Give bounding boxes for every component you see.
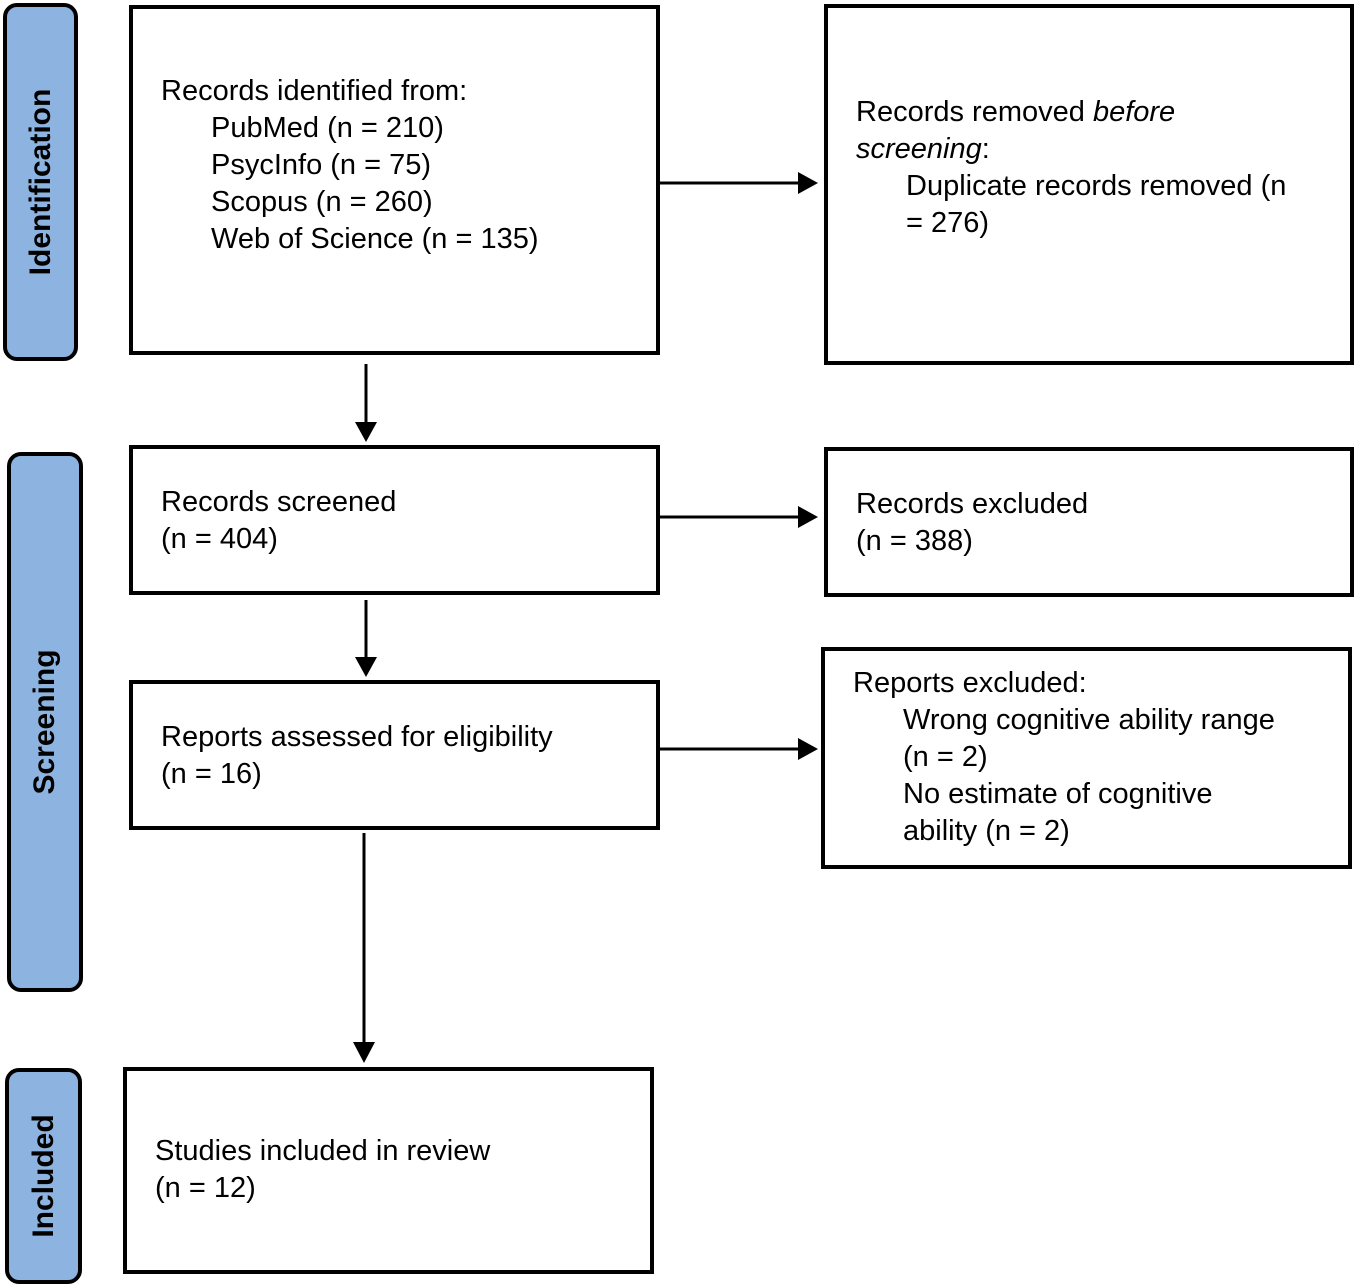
records-screened-title: Records screened	[161, 486, 397, 518]
box-records-excluded: Records excluded (n = 388)	[824, 447, 1354, 597]
box-reports-excluded: Reports excluded: Wrong cognitive abilit…	[821, 647, 1352, 869]
reason-range-line-2: (n = 2)	[903, 741, 988, 773]
source-psycinfo: PsycInfo (n = 75)	[211, 149, 432, 181]
duplicates-removed-line-1: Duplicate records removed (n	[906, 170, 1287, 202]
reports-assessed-count: (n = 16)	[161, 758, 262, 790]
reason-no-estimate-line-1: No estimate of cognitive	[903, 778, 1213, 810]
arrowhead-removed	[798, 172, 818, 194]
phase-identification: Identification	[3, 3, 78, 361]
source-pubmed: PubMed (n = 210)	[211, 112, 444, 144]
box-records-identified: Records identified from: PubMed (n = 210…	[129, 5, 660, 355]
phase-included: Included	[5, 1068, 82, 1284]
reason-range-line-1: Wrong cognitive ability range	[903, 704, 1275, 736]
records-identified-heading: Records identified from:	[161, 75, 468, 107]
source-web-of-science: Web of Science (n = 135)	[211, 223, 539, 255]
box-studies-included: Studies included in review (n = 12)	[123, 1067, 654, 1274]
arrowhead-excluded	[798, 506, 818, 528]
studies-included-count: (n = 12)	[155, 1172, 256, 1204]
phase-screening: Screening	[7, 452, 83, 992]
records-excluded-count: (n = 388)	[856, 525, 973, 557]
studies-included-title: Studies included in review	[155, 1135, 491, 1167]
duplicates-removed-line-2: = 276)	[906, 207, 990, 239]
reports-excluded-heading: Reports excluded:	[853, 667, 1087, 699]
arrowhead-included	[353, 1042, 375, 1063]
reason-no-estimate-line-2: ability (n = 2)	[903, 815, 1070, 847]
box-records-removed: Records removed before screening: Duplic…	[824, 4, 1354, 365]
arrowhead-reports-excluded	[798, 738, 818, 760]
source-scopus: Scopus (n = 260)	[211, 186, 433, 218]
records-excluded-title: Records excluded	[856, 488, 1089, 520]
records-removed-heading-cont: screening:	[856, 133, 990, 165]
records-screened-count: (n = 404)	[161, 523, 278, 555]
box-reports-assessed: Reports assessed for eligibility (n = 16…	[129, 680, 660, 830]
reports-assessed-title: Reports assessed for eligibility	[161, 721, 553, 753]
arrowhead-assessed	[355, 657, 377, 677]
records-removed-heading: Records removed before	[856, 96, 1176, 128]
box-records-screened: Records screened (n = 404)	[129, 445, 660, 595]
arrowhead-screened	[355, 422, 377, 442]
